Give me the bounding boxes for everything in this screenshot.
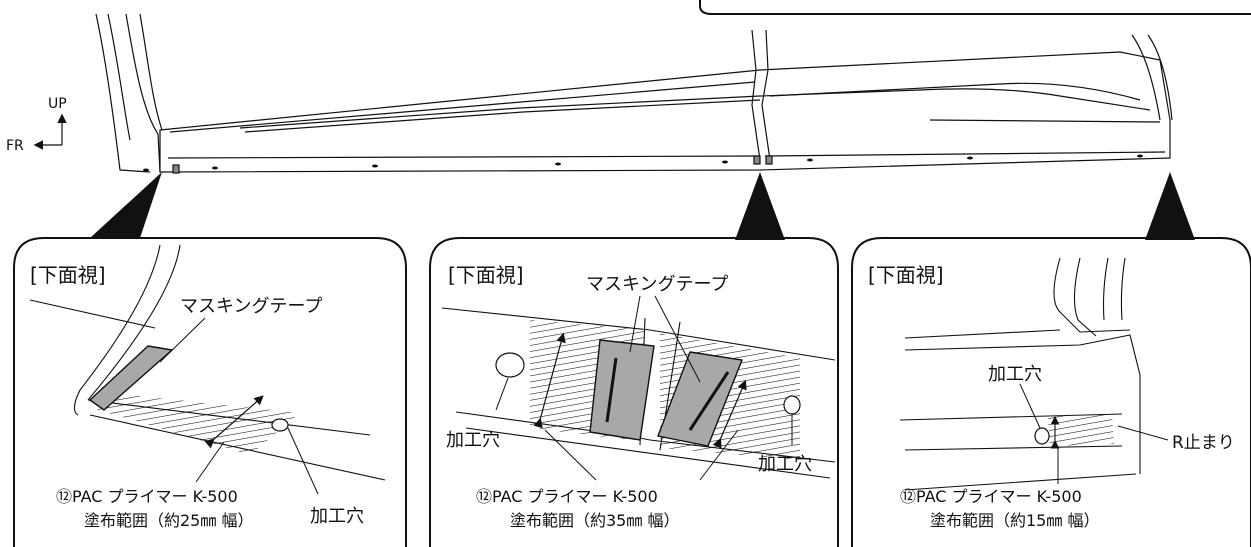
- fr-label: FR: [6, 138, 24, 154]
- panel-left-view-label: [下面視]: [30, 263, 106, 287]
- panel-middle-primer-line2: 塗布範囲（約35㎜ 幅）: [510, 511, 679, 530]
- callout-box-edge: [699, 0, 1251, 15]
- panel-middle-primer-line1: ⑫PAC プライマー K-500: [476, 487, 658, 506]
- side-sill-overview: [95, 13, 1173, 174]
- panel-right-hole-label: 加工穴: [988, 364, 1042, 385]
- masking-tape-patch: [88, 345, 174, 411]
- panel-middle-hole-label-left: 加工穴: [446, 430, 500, 451]
- detail-panel-left: [13, 237, 407, 547]
- panel-right-primer-line1: ⑫PAC プライマー K-500: [900, 487, 1082, 506]
- panel-middle-tape-label: マスキングテープ: [586, 274, 728, 295]
- up-label: UP: [48, 96, 67, 112]
- panel-left-hole-label: 加工穴: [310, 506, 364, 527]
- panel-middle-hole-label-right: 加工穴: [758, 454, 812, 475]
- pointer-triangle-right: [1145, 172, 1195, 240]
- pointer-triangle-middle: [735, 172, 785, 240]
- panel-left-tape-label: マスキングテープ: [180, 296, 322, 317]
- pointer-triangle-left: [90, 172, 162, 238]
- panel-left-primer-line1: ⑫PAC プライマー K-500: [56, 487, 238, 506]
- panel-right-view-label: [下面視]: [868, 263, 944, 287]
- panel-right-primer-line2: 塗布範囲（約15㎜ 幅）: [930, 511, 1099, 530]
- panel-right-r-stop-label: R止まり: [1172, 433, 1235, 453]
- panel-middle-view-label: [下面視]: [448, 263, 524, 287]
- detail-panel-right: [851, 237, 1251, 547]
- masking-tape-patch-left: [589, 339, 655, 441]
- detail-panel-middle: [429, 237, 839, 547]
- masking-tape-patch-right: [657, 351, 743, 447]
- direction-indicator: [33, 113, 67, 150]
- panel-left-primer-line2: 塗布範囲（約25㎜ 幅）: [84, 511, 253, 530]
